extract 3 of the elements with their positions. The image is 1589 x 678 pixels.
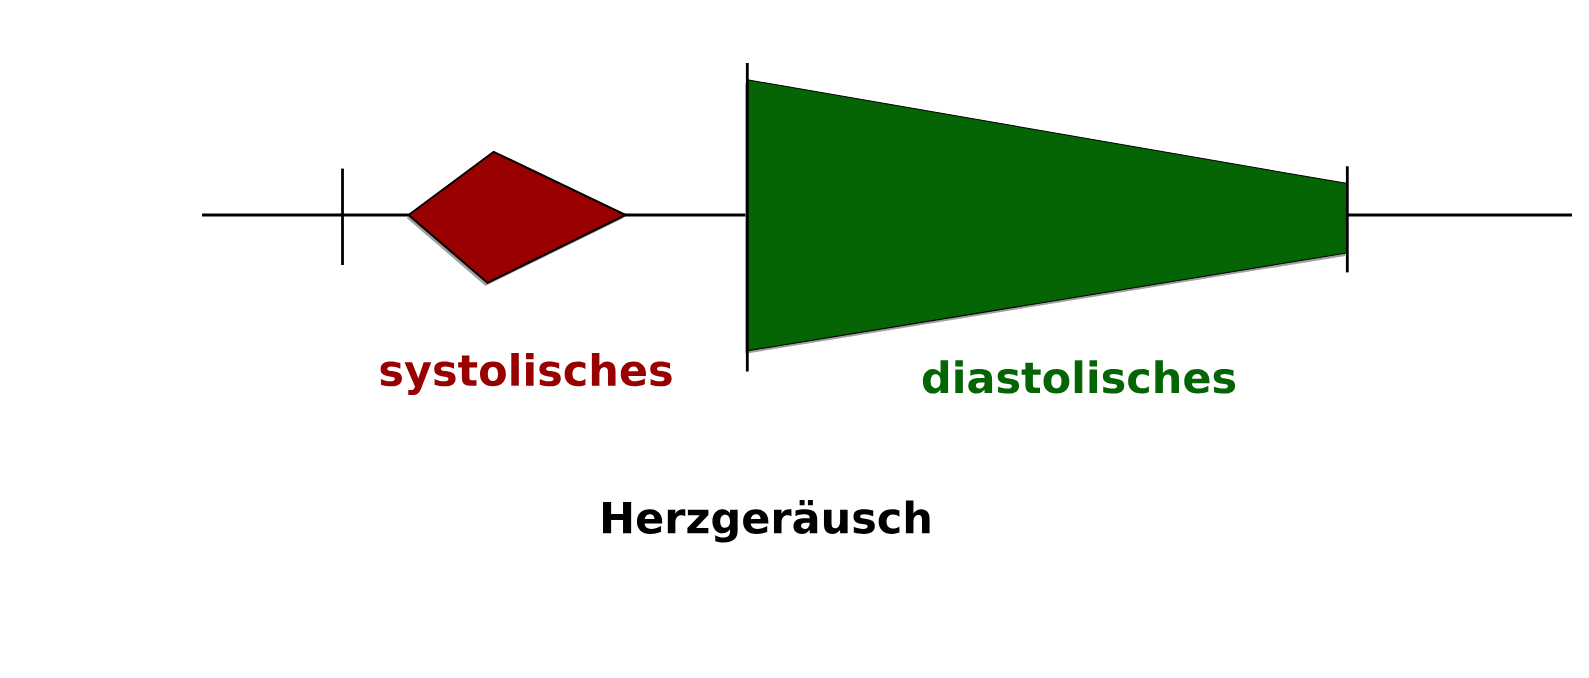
murmur-label: systolisches [380,353,672,395]
murmur-label: diastolisches [922,360,1236,394]
caption: Herzgeräusch [603,500,930,543]
